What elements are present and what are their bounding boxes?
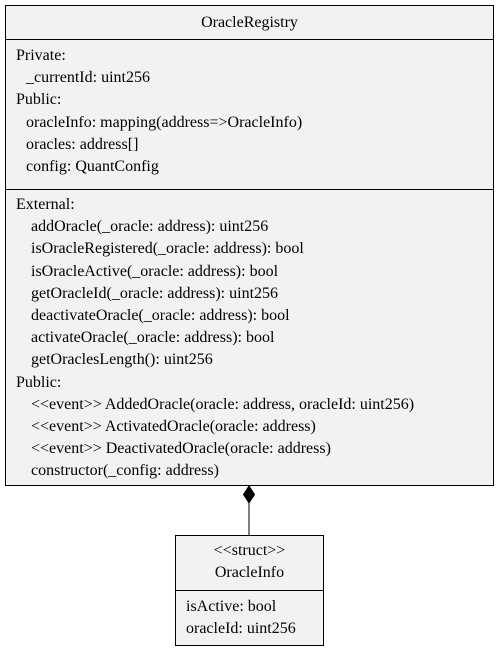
private-attributes-label: Private: <box>16 47 66 64</box>
oracle-info-attributes: isActive: bool oracleId: uint256 <box>176 591 323 640</box>
oracle-info-header: <<struct>> OracleInfo <box>176 536 323 591</box>
oracle-registry-header: OracleRegistry <box>6 6 493 40</box>
operation-add-oracle: addOracle(_oracle: address): uint256 <box>31 218 269 236</box>
operation-deactivate-oracle: deactivateOracle(_oracle: address): bool <box>31 307 290 325</box>
oracle-info-stereotype: <<struct>> <box>213 542 286 559</box>
operation-is-oracle-active: isOracleActive(_oracle: address): bool <box>31 262 279 280</box>
attribute-oracle-info: oracleInfo: mapping(address=>OracleInfo) <box>26 113 303 131</box>
operation-is-oracle-registered: isOracleRegistered(_oracle: address): bo… <box>31 240 304 258</box>
operation-activate-oracle: activateOracle(_oracle: address): bool <box>31 329 275 347</box>
external-operations-label: External: <box>16 196 75 213</box>
operation-get-oracle-id: getOracleId(_oracle: address): uint256 <box>31 284 279 302</box>
attribute-is-active: isActive: bool <box>186 598 277 615</box>
event-deactivated-oracle: <<event>> DeactivatedOracle(oracle: addr… <box>31 440 331 458</box>
operation-constructor: constructor(_config: address) <box>31 462 219 480</box>
oracle-registry-class: OracleRegistry Private: _currentId: uint… <box>5 5 494 486</box>
oracle-registry-attributes: Private: _currentId: uint256 Public: ora… <box>6 40 493 190</box>
public-operations-label: Public: <box>16 373 62 391</box>
oracle-info-struct: <<struct>> OracleInfo isActive: bool ora… <box>175 535 324 646</box>
attribute-current-id: _currentId: uint256 <box>26 69 150 87</box>
attribute-config: config: QuantConfig <box>26 158 159 176</box>
operation-get-oracles-length: getOraclesLength(): uint256 <box>31 351 213 369</box>
composition-diamond-icon <box>242 485 256 504</box>
event-added-oracle: <<event>> AddedOracle(oracle: address, o… <box>31 395 415 413</box>
attribute-oracle-id: oracleId: uint256 <box>186 620 296 638</box>
attribute-oracles: oracles: address[] <box>26 135 139 153</box>
oracle-registry-name: OracleRegistry <box>201 14 298 31</box>
oracle-registry-operations: External: addOracle(_oracle: address): u… <box>6 190 493 483</box>
event-activated-oracle: <<event>> ActivatedOracle(oracle: addres… <box>31 418 316 436</box>
public-attributes-label: Public: <box>16 91 62 109</box>
oracle-info-name: OracleInfo <box>214 564 285 581</box>
